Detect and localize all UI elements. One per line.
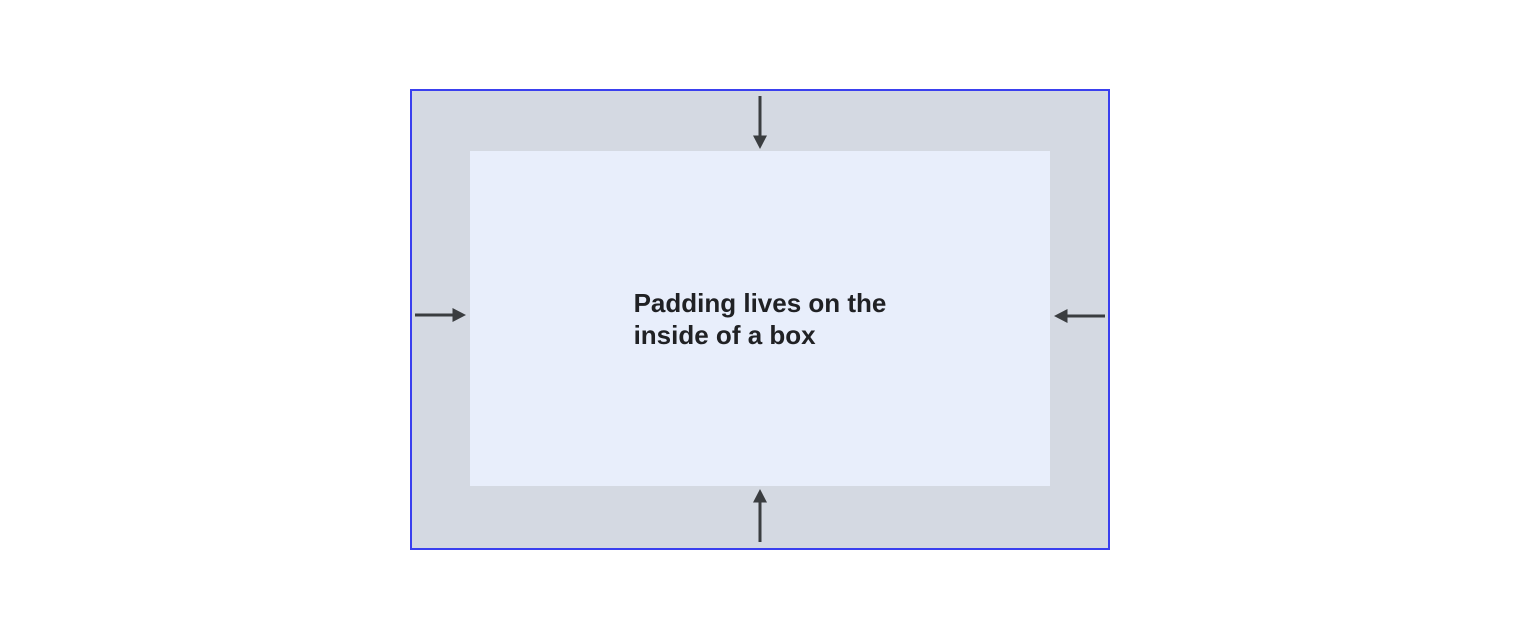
padding-label: Padding lives on the inside of a box [634,287,887,351]
arrow-up-icon [752,489,768,542]
arrow-left-icon [1054,308,1105,324]
padding-label-line-2: inside of a box [633,319,816,350]
content-box: Padding lives on the inside of a box [470,151,1050,486]
arrow-down-icon [752,96,768,149]
padding-label-line-1: Padding lives on the [633,287,887,318]
arrow-right-icon [415,307,466,323]
